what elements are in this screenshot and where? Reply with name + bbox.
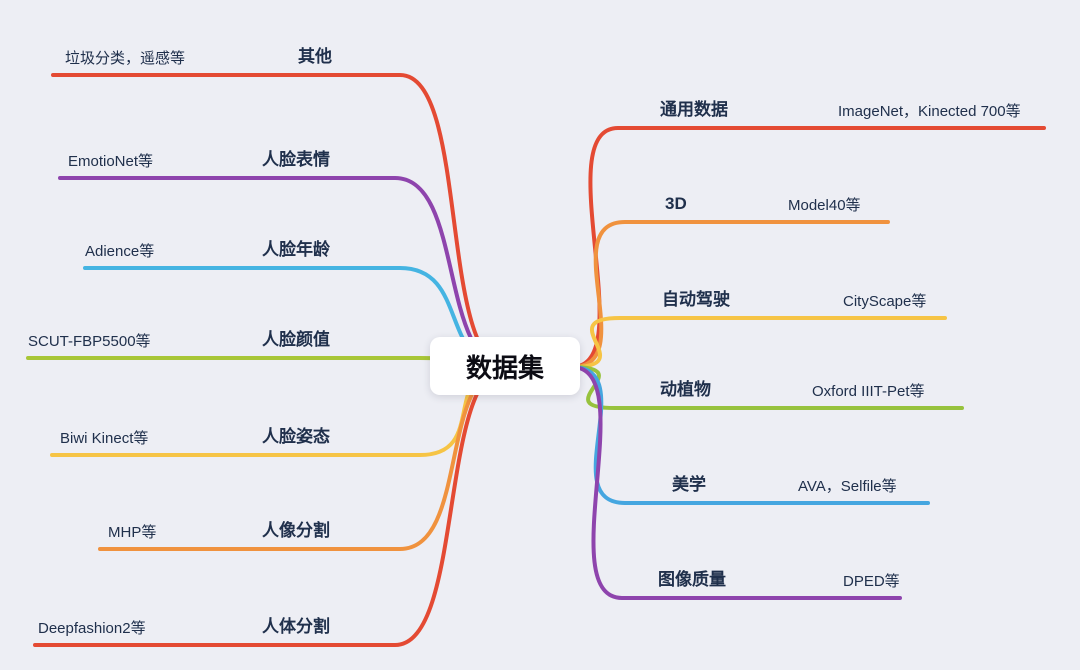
example-3d[interactable]: Model40等: [788, 196, 861, 214]
node-face-beauty[interactable]: 人脸颜值: [262, 330, 330, 350]
node-general-data[interactable]: 通用数据: [660, 100, 728, 120]
branch-line-aesthetics: [570, 365, 930, 505]
node-other[interactable]: 其他: [298, 47, 332, 67]
node-face-expression[interactable]: 人脸表情: [262, 150, 330, 170]
example-portrait-segmentation[interactable]: MHP等: [108, 523, 157, 541]
node-face-pose[interactable]: 人脸姿态: [262, 427, 330, 447]
example-face-expression[interactable]: EmotioNet等: [68, 152, 154, 170]
branch-line-general-data: [570, 126, 1046, 369]
node-autonomous-driving[interactable]: 自动驾驶: [662, 290, 730, 310]
center-node-dataset[interactable]: 数据集: [430, 337, 580, 395]
node-aesthetics[interactable]: 美学: [672, 475, 706, 495]
example-general-data[interactable]: ImageNet，Kinected 700等: [838, 102, 1021, 120]
node-face-age[interactable]: 人脸年龄: [262, 240, 330, 260]
node-image-quality[interactable]: 图像质量: [658, 570, 726, 590]
example-body-segmentation[interactable]: Deepfashion2等: [38, 619, 146, 637]
center-node-title: 数据集: [465, 352, 544, 383]
example-autonomous-driving[interactable]: CityScape等: [843, 292, 927, 310]
example-face-pose[interactable]: Biwi Kinect等: [60, 429, 149, 447]
node-3d[interactable]: 3D: [665, 194, 687, 214]
node-body-segmentation[interactable]: 人体分割: [262, 617, 330, 637]
example-face-beauty[interactable]: SCUT-FBP5500等: [28, 332, 151, 350]
example-aesthetics[interactable]: AVA，Selfile等: [798, 477, 897, 495]
example-other[interactable]: 垃圾分类，遥感等: [65, 49, 186, 67]
branch-line-autonomous-driving: [570, 316, 947, 369]
branch-line-body-segmentation: [33, 365, 510, 647]
example-face-age[interactable]: Adience等: [85, 242, 155, 260]
branch-line-image-quality: [570, 365, 902, 600]
node-animals-plants[interactable]: 动植物: [660, 380, 711, 400]
example-image-quality[interactable]: DPED等: [843, 572, 900, 590]
branch-line-3d: [570, 220, 890, 369]
example-animals-plants[interactable]: Oxford IIIT-Pet等: [812, 382, 925, 400]
node-portrait-segmentation[interactable]: 人像分割: [262, 521, 330, 541]
